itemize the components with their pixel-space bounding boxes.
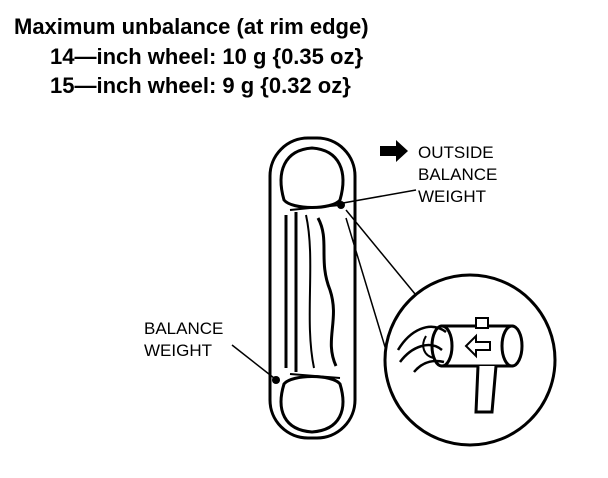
inside-label-line2: WEIGHT <box>144 341 212 360</box>
spec-14-inch: 14—inch wheel: 10 g {0.35 oz} <box>50 43 364 69</box>
direction-arrow-icon <box>464 333 491 359</box>
outside-label-line1: OUTSIDE <box>418 143 494 162</box>
inside-label-line1: BALANCE <box>144 319 223 338</box>
detail-magnifier <box>383 273 557 447</box>
outside-label-line3: WEIGHT <box>418 187 486 206</box>
outside-leader-line <box>342 189 417 204</box>
inside-leader-line <box>231 344 275 379</box>
page-title: Maximum unbalance (at rim edge) <box>14 14 369 39</box>
header-block: Maximum unbalance (at rim edge) 14—inch … <box>14 12 369 101</box>
spec-15-inch: 15—inch wheel: 9 g {0.32 oz} <box>50 73 351 99</box>
wheel-cross-section <box>268 136 357 440</box>
pointer-arrow-icon <box>380 140 408 162</box>
outside-label-line2: BALANCE <box>418 165 497 184</box>
zoom-line-top <box>345 209 421 301</box>
